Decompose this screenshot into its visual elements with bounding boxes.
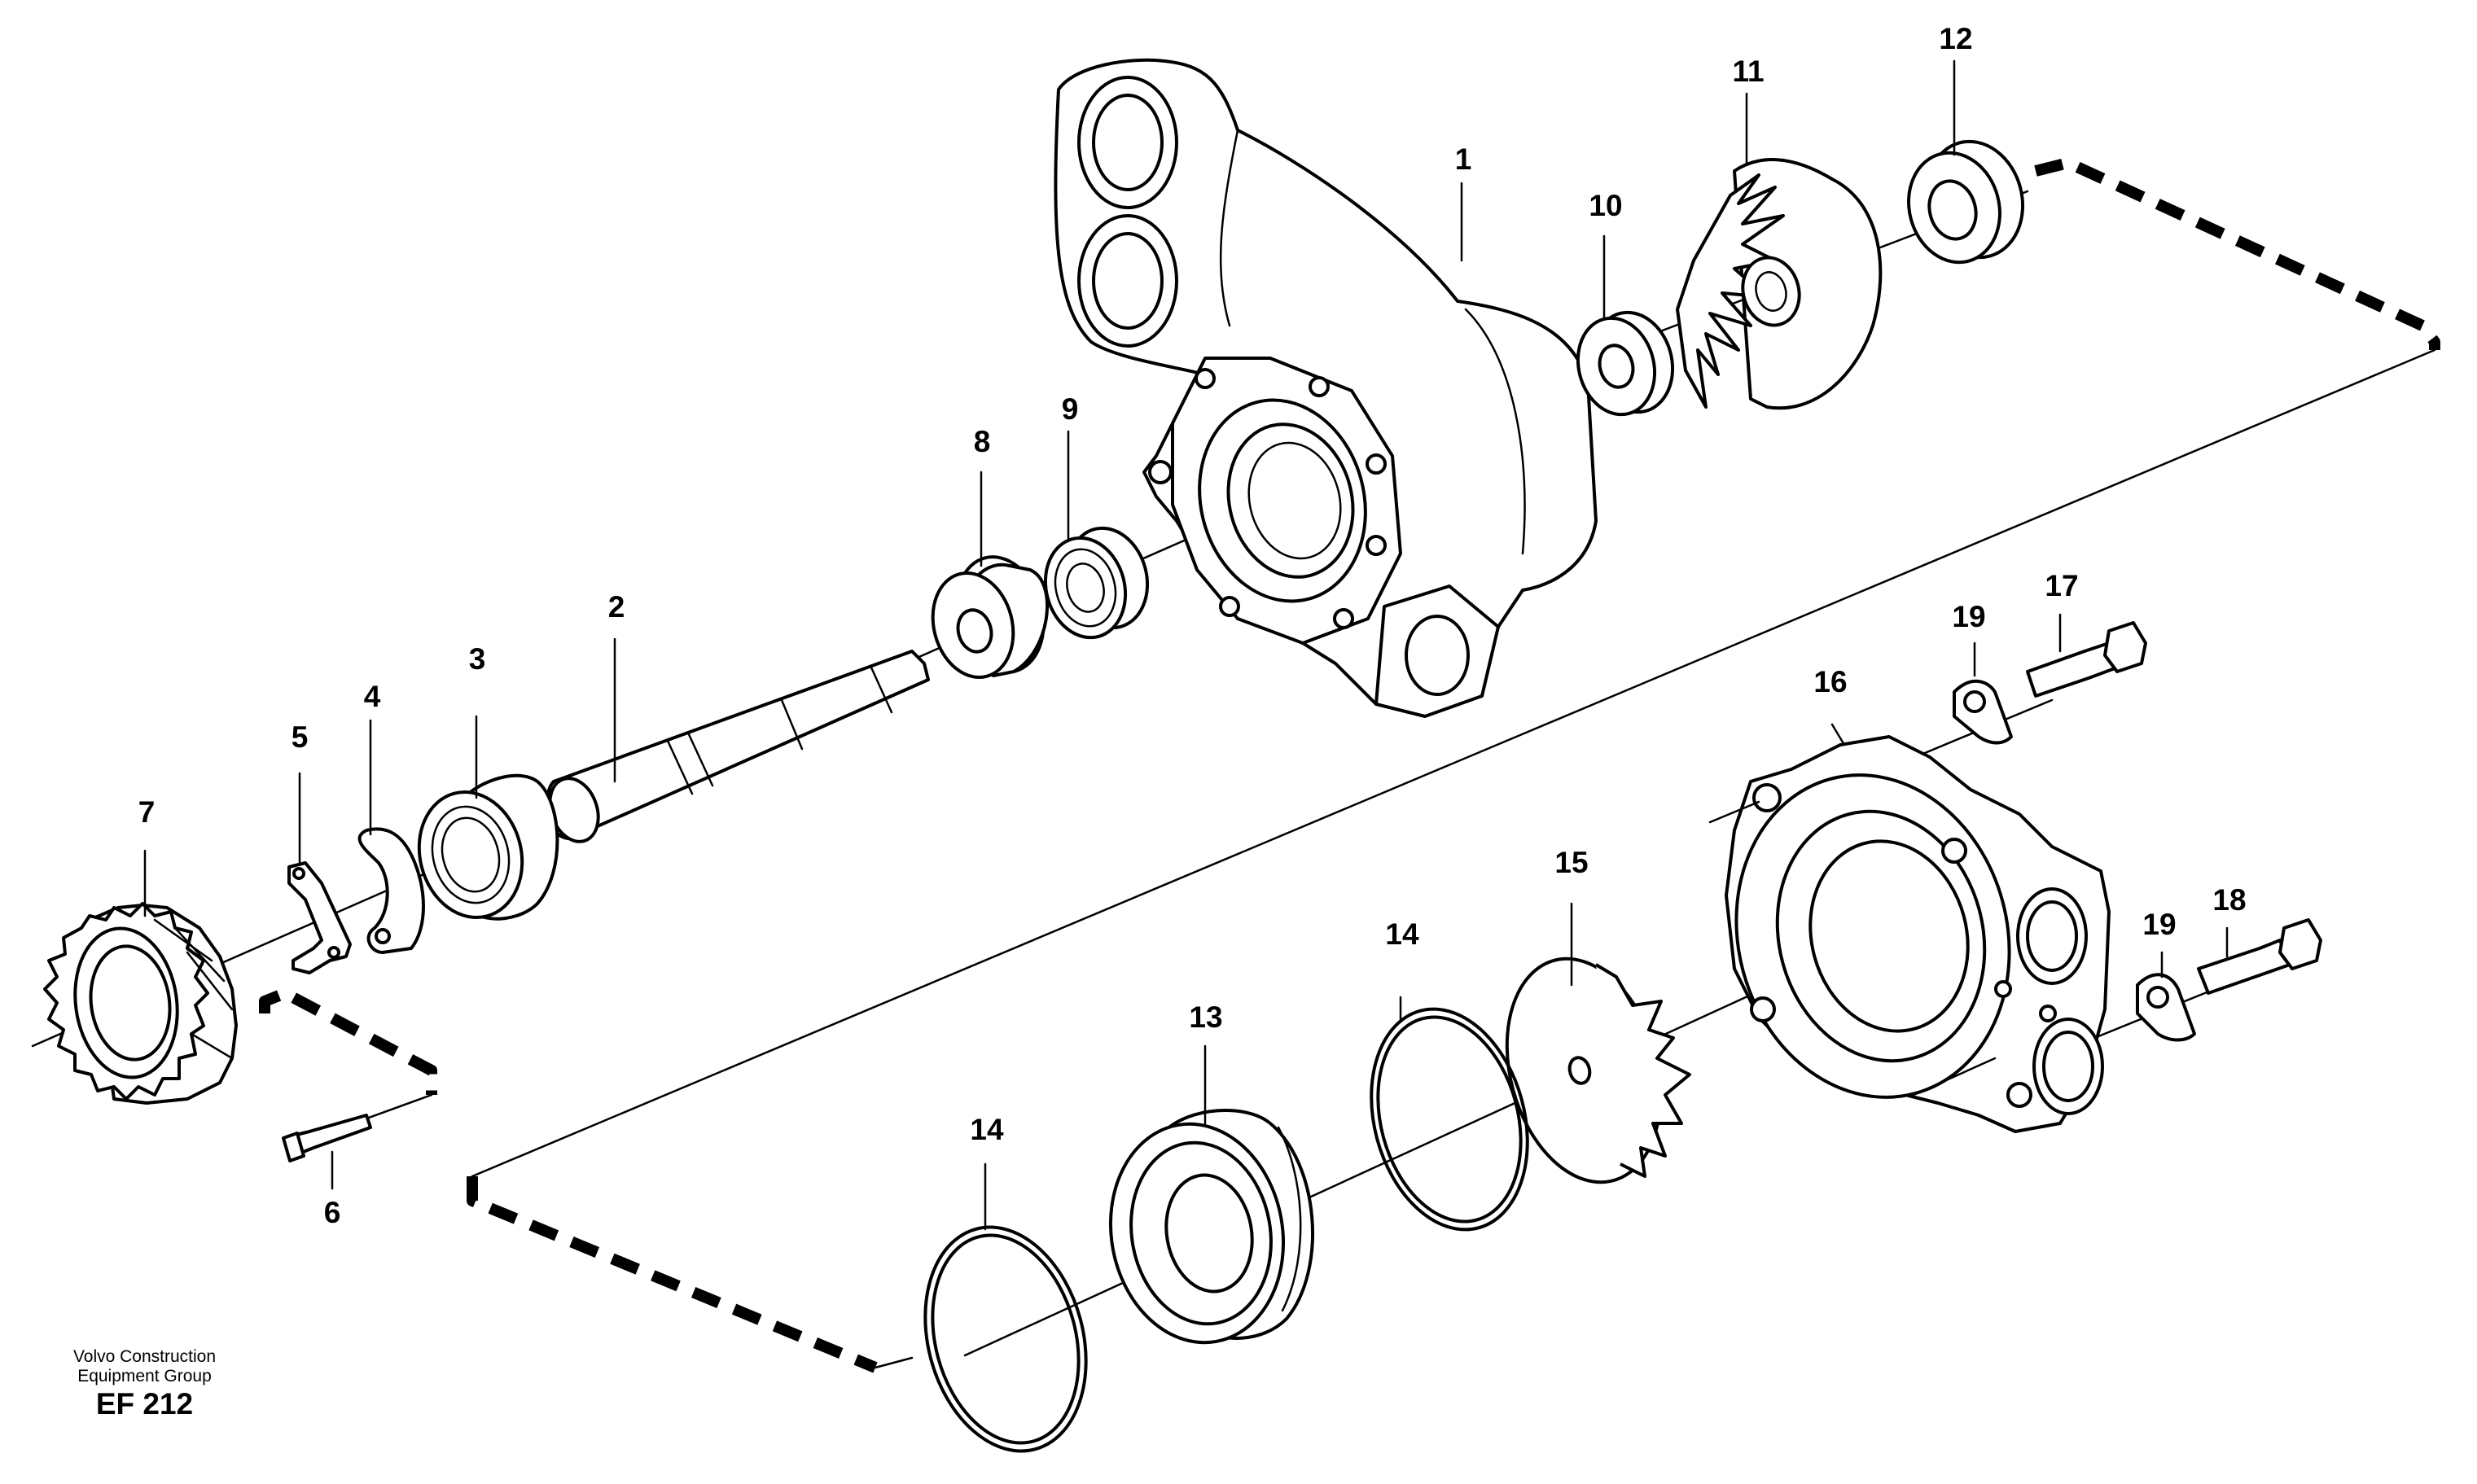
callout-7: 7 xyxy=(138,795,156,829)
assembly-axis-line xyxy=(471,348,2436,1178)
o-ring-part-14-right xyxy=(1370,1007,1529,1232)
callout-14-left: 14 xyxy=(970,1113,1004,1146)
callout-9: 9 xyxy=(1062,392,1079,426)
bolt-part-18 xyxy=(2197,918,2322,995)
callout-15: 15 xyxy=(1554,846,1588,879)
credit-block: Volvo Construction Equipment Group EF 21… xyxy=(33,1347,256,1422)
part-callouts: 1 2 3 4 5 6 7 8 9 10 11 12 13 14 14 15 1… xyxy=(138,22,2247,1229)
callout-2: 2 xyxy=(608,590,625,624)
impeller-part-15 xyxy=(1505,957,1691,1184)
seal-part-10 xyxy=(1576,310,1675,417)
o-ring-part-14-left xyxy=(923,1225,1088,1453)
callout-11: 11 xyxy=(1732,55,1764,88)
lock-plate-part-5 xyxy=(287,861,352,974)
seal-ring-part-12 xyxy=(1907,139,2025,265)
credit-line-2: Equipment Group xyxy=(77,1367,212,1386)
dashed-bracket-lower xyxy=(467,1176,878,1373)
drawing-code: EF 212 xyxy=(95,1387,194,1421)
bolt-part-6 xyxy=(282,1114,372,1162)
callout-18: 18 xyxy=(2212,883,2246,917)
callout-3: 3 xyxy=(469,642,486,676)
callout-4: 4 xyxy=(364,680,381,713)
callout-1: 1 xyxy=(1455,142,1472,176)
roller-bearing-part-3 xyxy=(417,773,559,921)
shaft-seal-part-13 xyxy=(1108,1109,1314,1345)
dashed-bracket-left xyxy=(259,987,437,1095)
callout-17: 17 xyxy=(2045,569,2078,602)
callout-5: 5 xyxy=(292,720,309,754)
washer-part-19-lower xyxy=(2136,973,2196,1042)
pump-housing-part-1 xyxy=(1054,58,1598,718)
callout-6: 6 xyxy=(324,1196,341,1229)
bolt-part-17 xyxy=(2026,621,2147,698)
ball-bearing-part-9 xyxy=(1043,526,1150,640)
dashed-bracket-upper xyxy=(2034,157,2440,350)
callout-8: 8 xyxy=(974,425,991,458)
leader-lines xyxy=(143,59,2229,1231)
pump-shaft-part-2 xyxy=(545,650,930,843)
retaining-plate-part-4 xyxy=(357,827,425,954)
callout-19-upper: 19 xyxy=(1952,600,1985,633)
callout-16: 16 xyxy=(1813,665,1847,698)
callout-19-lower: 19 xyxy=(2142,908,2176,941)
spacer-ring-part-8 xyxy=(931,555,1049,680)
callout-10: 10 xyxy=(1589,189,1622,222)
credit-line-1: Volvo Construction xyxy=(72,1347,217,1366)
callout-13: 13 xyxy=(1189,1000,1222,1034)
callout-14-right: 14 xyxy=(1385,917,1419,951)
callout-12: 12 xyxy=(1939,22,1972,55)
washer-part-19-upper xyxy=(1953,679,2013,745)
drive-gear-part-7 xyxy=(43,902,238,1105)
impeller-part-11 xyxy=(1676,158,1883,410)
pump-cover-part-16 xyxy=(1708,735,2111,1133)
